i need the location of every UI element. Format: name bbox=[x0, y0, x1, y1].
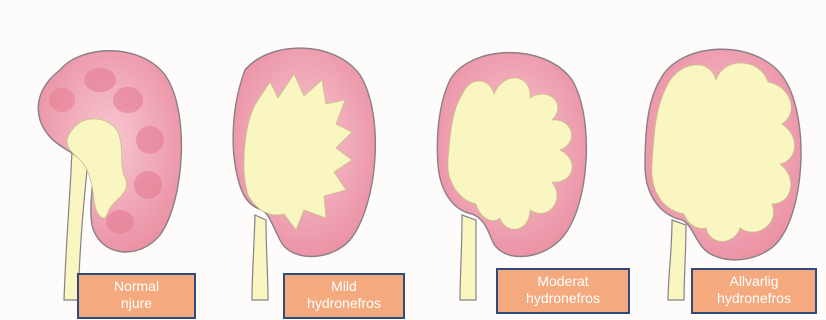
label-normal-line2: njure bbox=[79, 295, 194, 312]
kidney-moderat bbox=[437, 53, 586, 300]
label-mild-line1: Mild bbox=[285, 278, 403, 295]
label-moderat-hydronefros: Moderat hydronefros bbox=[496, 268, 630, 314]
label-moderat-line2: hydronefros bbox=[498, 290, 628, 307]
kidney-mild bbox=[233, 48, 375, 300]
label-mild-line2: hydronefros bbox=[285, 295, 403, 312]
label-mild-hydronefros: Mild hydronefros bbox=[283, 273, 405, 319]
label-moderat-line1: Moderat bbox=[498, 273, 628, 290]
label-normal-line1: Normal bbox=[79, 278, 194, 295]
kidney-allvarlig bbox=[645, 49, 801, 300]
label-normal-njure: Normal njure bbox=[77, 273, 196, 319]
kidney-normal bbox=[38, 51, 181, 300]
label-allvarlig-line2: hydronefros bbox=[693, 290, 815, 307]
label-allvarlig-hydronefros: Allvarlig hydronefros bbox=[691, 268, 817, 314]
label-allvarlig-line1: Allvarlig bbox=[693, 273, 815, 290]
